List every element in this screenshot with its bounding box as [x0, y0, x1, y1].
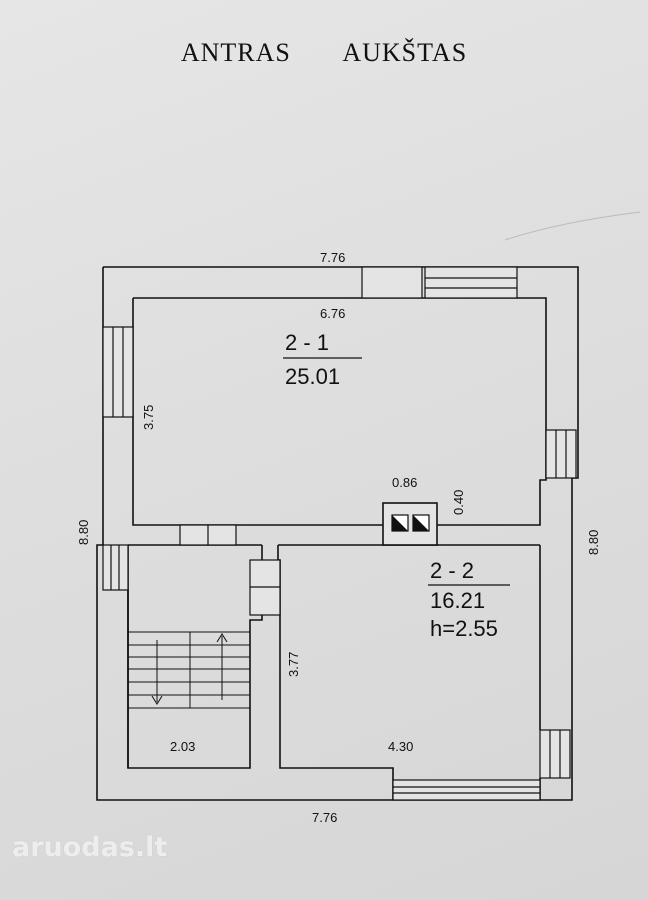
dim-room2-width: 4.30	[388, 739, 413, 754]
dim-inner-top: 6.76	[320, 306, 345, 321]
dim-left-upper: 3.75	[141, 405, 156, 430]
chimney	[382, 502, 438, 546]
room-2-2-area: 16.21	[430, 588, 485, 613]
title-word-1: ANTRAS	[180, 38, 291, 67]
dim-room2-depth: 3.77	[286, 652, 301, 677]
dim-left-outer: 8.80	[76, 520, 91, 545]
pencil-mark	[504, 211, 641, 241]
staircase	[127, 631, 251, 709]
window-top-right	[424, 266, 518, 299]
room1-inner-outline-left	[132, 298, 383, 526]
window-left-upper	[102, 326, 134, 418]
window-bottom	[392, 779, 541, 801]
title-word-2: AUKŠTAS	[342, 38, 468, 67]
room-2-1-area: 25.01	[285, 364, 340, 389]
outer-wall-outline	[96, 266, 579, 801]
window-right-lower	[539, 729, 571, 779]
walls	[96, 266, 579, 801]
room2-outline	[277, 545, 394, 780]
room1-inner-outline	[133, 297, 547, 526]
dim-right-outer: 8.80	[586, 530, 601, 555]
room-2-2-height: h=2.55	[430, 616, 498, 641]
dim-outer-bottom: 7.76	[312, 810, 337, 825]
window-left-lower	[102, 544, 129, 591]
chimney-top-box	[361, 266, 423, 299]
floor-title: ANTRAS AUKŠTAS	[0, 38, 648, 68]
dim-chimney-depth: 0.40	[451, 490, 466, 515]
window-right-upper	[545, 429, 577, 479]
windows	[102, 266, 577, 801]
room-2-1-label: 2 - 1 25.01	[283, 330, 362, 389]
dim-stair-width: 2.03	[170, 739, 195, 754]
room-2-1-number: 2 - 1	[285, 330, 329, 355]
dim-outer-top: 7.76	[320, 250, 345, 265]
room-2-2-label: 2 - 2 16.21 h=2.55	[428, 558, 510, 641]
room-2-2-number: 2 - 2	[430, 558, 474, 583]
watermark-logo: aruodas.lt	[12, 832, 168, 863]
dim-chimney-width: 0.86	[392, 475, 417, 490]
